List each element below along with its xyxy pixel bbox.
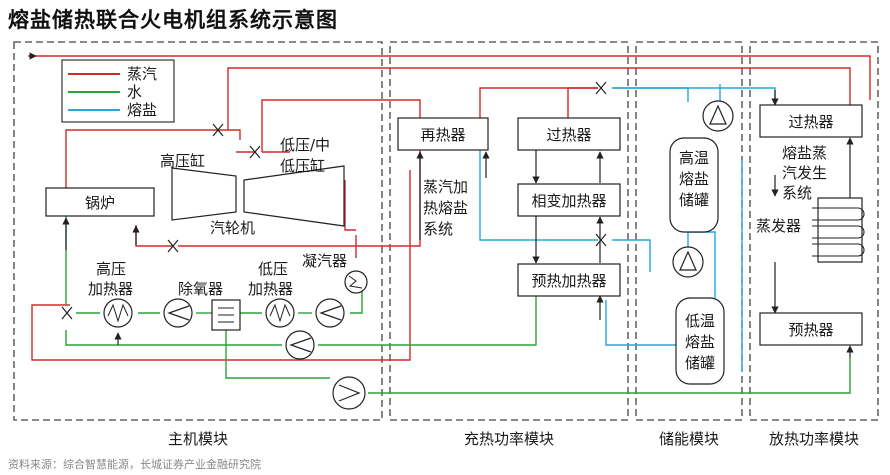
- feed-pump-triangle: [167, 305, 190, 321]
- lp-heater-symbol: [265, 298, 295, 328]
- steam-salt-label-1: 蒸汽加: [423, 178, 468, 196]
- dis-superheater-box: [759, 104, 863, 138]
- charge-module-label: 充热功率模块: [464, 430, 554, 448]
- preheater-box: [517, 263, 621, 297]
- lp-cylinder-shape: [243, 165, 345, 227]
- storage-module-label: 储能模块: [659, 430, 719, 448]
- hot-tank-label-2: 熔盐: [679, 170, 709, 188]
- lp-cylinder-label-1: 低压/中: [280, 136, 330, 154]
- lp-heater-coil: [269, 303, 291, 323]
- condenser-coil: [348, 275, 363, 289]
- evaporator-label: 蒸发器: [756, 217, 801, 235]
- return-pump-triangle: [289, 337, 312, 353]
- cold-tank-label-3: 储罐: [685, 354, 715, 372]
- salt-gen-label-2: 汽发生: [782, 164, 827, 182]
- hp-heater-coil: [107, 303, 129, 323]
- deaerator-label: 除氧器: [178, 280, 223, 298]
- legend-water-label: 水: [127, 83, 142, 101]
- cold-tank-shape: [675, 297, 725, 385]
- charge-pump-symbol: [332, 376, 366, 410]
- cold-salt-pump-triangle: [679, 250, 697, 271]
- salt-gen-label-3: 系统: [782, 184, 812, 202]
- steam-salt-label-3: 系统: [423, 220, 453, 238]
- legend-salt-label: 熔盐: [127, 101, 157, 119]
- lp-heater-label-2: 加热器: [248, 280, 293, 298]
- diagram-title: 熔盐储热联合火电机组系统示意图: [8, 8, 338, 32]
- hot-tank-shape: [669, 137, 719, 233]
- boiler-label: 锅炉: [85, 194, 115, 212]
- flow-arrows: [29, 52, 854, 358]
- legend-steam-label: 蒸汽: [127, 65, 157, 83]
- hp-heater-label-1: 高压: [96, 260, 126, 278]
- preheater-label: 预热加热器: [531, 272, 606, 290]
- main-module-label: 主机模块: [168, 430, 228, 448]
- feed-pump-symbol: [163, 298, 193, 328]
- deaerator-box: [211, 299, 241, 331]
- condenser-label: 凝汽器: [302, 252, 347, 270]
- valve-icon: [61, 81, 607, 320]
- hot-salt-pump-triangle: [709, 104, 727, 125]
- condenser-symbol: [344, 270, 368, 294]
- dis-preheater-label: 预热器: [788, 321, 833, 339]
- boiler-box: [45, 187, 155, 217]
- turbine-label: 汽轮机: [210, 219, 255, 237]
- cold-tank-label-1: 低温: [685, 312, 715, 330]
- main-module-boundary: [13, 41, 383, 421]
- reheater-box: [397, 117, 489, 151]
- superheater-label: 过热器: [546, 126, 591, 144]
- evaporator-box: [817, 197, 863, 263]
- hp-heater-symbol: [103, 298, 133, 328]
- hot-tank-label-1: 高温: [679, 149, 709, 167]
- lp-heater-label-1: 低压: [258, 260, 288, 278]
- hp-heater-label-2: 加热器: [88, 280, 133, 298]
- condensate-pump-symbol: [315, 298, 345, 328]
- dis-superheater-label: 过热器: [788, 113, 833, 131]
- source-note: 资料来源：综合智慧能源，长城证券产业金融研究院: [8, 458, 261, 471]
- hp-cylinder-shape: [171, 167, 237, 221]
- hp-cylinder-label: 高压缸: [160, 152, 205, 170]
- discharge-module-label: 放热功率模块: [769, 430, 859, 448]
- reheater-label: 再热器: [420, 126, 465, 144]
- lp-cylinder-label-2: 低压缸: [280, 157, 325, 175]
- condensate-pump-triangle: [319, 305, 342, 321]
- phase-heater-box: [517, 183, 621, 217]
- phase-heater-label: 相变加热器: [531, 192, 606, 210]
- cold-tank-label-2: 熔盐: [685, 333, 715, 351]
- hot-tank-label-3: 储罐: [679, 191, 709, 209]
- charge-pump-triangle: [338, 384, 361, 402]
- deaerator-plates: [218, 307, 234, 323]
- steam-salt-label-2: 热熔盐: [423, 199, 468, 217]
- superheater-box: [517, 117, 621, 151]
- steam-lines: [28, 55, 871, 361]
- evaporator-coil: [812, 207, 865, 257]
- dis-preheater-box: [759, 312, 863, 346]
- return-pump-symbol: [285, 330, 315, 360]
- salt-gen-label-1: 熔盐蒸: [782, 144, 827, 162]
